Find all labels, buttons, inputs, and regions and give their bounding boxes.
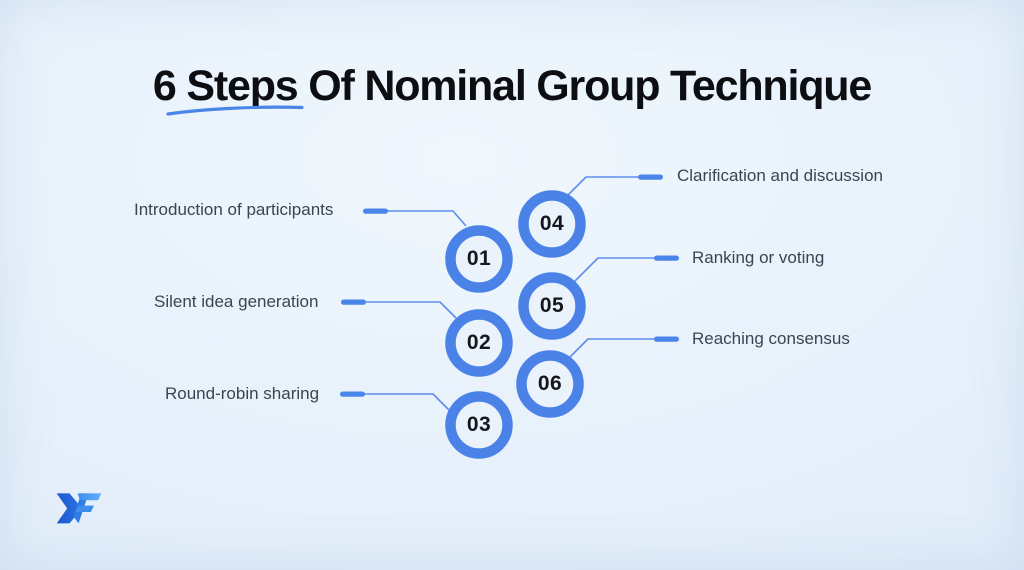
step-circle-6 [516,350,584,418]
step-number-5: 05 [539,294,565,317]
step-label-3: Round-robin sharing [165,384,320,403]
page-title: 6 Steps Of Nominal Group Technique [152,62,872,110]
connector-step-2 [365,301,457,319]
step-circle-4 [518,190,586,258]
connector-step-4 [567,176,639,196]
step-circle-3 [445,391,513,459]
logo-chevron-shape [56,493,83,524]
step-number-4: 04 [539,212,565,235]
step-label-1: Introduction of participants [134,200,334,219]
dash-step-6 [654,336,679,342]
dash-step-2 [341,299,366,305]
step-circles [445,190,586,459]
connector-step-6 [569,338,654,358]
connector-step-3 [364,393,450,411]
step-circle-5 [518,272,586,340]
step-circle-1 [445,225,513,293]
dash-step-4 [638,174,663,180]
connector-step-5 [573,257,654,283]
logo-f-mid-bar-shape [75,505,94,513]
step-label-4: Clarification and discussion [677,166,883,185]
step-number-6: 06 [537,372,563,395]
step-label-5: Ranking or voting [692,248,825,267]
step-label-2: Silent idea generation [154,292,319,311]
step-number-2: 02 [466,331,492,354]
step-number-1: 01 [466,247,492,270]
step-circle-2 [445,309,513,377]
dash-step-5 [654,255,679,261]
logo-f-top-bar-shape [77,493,102,501]
step-number-3: 03 [466,413,492,436]
title-underline-swoosh-icon [166,105,304,116]
mf-brand-logo-icon [56,493,102,524]
dash-step-1 [363,208,388,214]
step-label-6: Reaching consensus [692,329,850,348]
connector-lines [364,176,654,411]
dash-step-3 [340,391,365,397]
connector-step-1 [387,210,467,227]
label-dashes [340,174,679,397]
